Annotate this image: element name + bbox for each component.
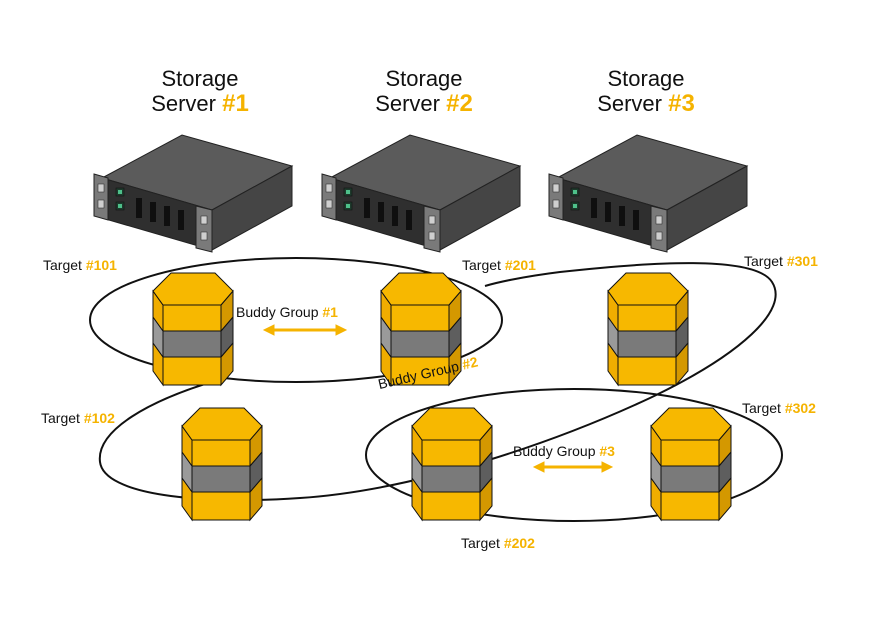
- buddy-group-1-arrow-icon: [262, 324, 348, 336]
- target-101-label: Target #101: [43, 257, 117, 273]
- target-prefix: Target: [744, 253, 783, 269]
- target-prefix: Target: [462, 257, 501, 273]
- storage-server-2-icon: [321, 134, 521, 253]
- target-202-label: Target #202: [461, 535, 535, 551]
- storage-server-3-title: Storage Server #3: [546, 66, 746, 116]
- buddy-group-3-label: Buddy Group #3: [513, 443, 615, 459]
- server-title-line2: Server: [597, 91, 662, 116]
- target-number: #302: [784, 400, 816, 416]
- server-title-line1: Storage: [607, 66, 685, 91]
- target-number: #102: [83, 410, 115, 426]
- buddy-group-2-loop: [98, 262, 777, 502]
- buddy-group-1-ellipse: [89, 257, 503, 383]
- target-101-disk-icon: [152, 272, 234, 386]
- target-number: #202: [503, 535, 535, 551]
- server-number: #3: [668, 90, 695, 117]
- buddy-group-3-arrow-icon: [532, 461, 614, 473]
- target-prefix: Target: [41, 410, 80, 426]
- buddy-group-text: Buddy Group: [513, 443, 596, 459]
- storage-server-3-icon: [548, 134, 748, 253]
- server-title-line1: Storage: [161, 66, 239, 91]
- target-number: #101: [85, 257, 117, 273]
- target-number: #201: [504, 257, 536, 273]
- storage-server-1-icon: [93, 134, 293, 253]
- server-title-line2: Server: [151, 91, 216, 116]
- buddy-group-3-ellipse: [365, 388, 783, 522]
- target-202-disk-icon: [411, 407, 493, 521]
- server-title-line2: Server: [375, 91, 440, 116]
- target-102-disk-icon: [181, 407, 263, 521]
- buddy-group-number: #3: [599, 443, 615, 459]
- target-prefix: Target: [742, 400, 781, 416]
- storage-server-2-title: Storage Server #2: [324, 66, 524, 116]
- target-302-label: Target #302: [742, 400, 816, 416]
- target-number: #301: [786, 253, 818, 269]
- buddy-group-text: Buddy Group: [236, 304, 319, 320]
- target-201-label: Target #201: [462, 257, 536, 273]
- server-number: #2: [446, 90, 473, 117]
- server-title-line1: Storage: [385, 66, 463, 91]
- target-102-label: Target #102: [41, 410, 115, 426]
- target-prefix: Target: [461, 535, 500, 551]
- buddy-group-number: #2: [460, 353, 480, 373]
- server-number: #1: [222, 90, 249, 117]
- buddy-group-number: #1: [322, 304, 338, 320]
- target-prefix: Target: [43, 257, 82, 273]
- storage-server-1-title: Storage Server #1: [100, 66, 300, 116]
- target-301-label: Target #301: [744, 253, 818, 269]
- buddy-group-1-label: Buddy Group #1: [236, 304, 338, 320]
- target-301-disk-icon: [607, 272, 689, 386]
- target-302-disk-icon: [650, 407, 732, 521]
